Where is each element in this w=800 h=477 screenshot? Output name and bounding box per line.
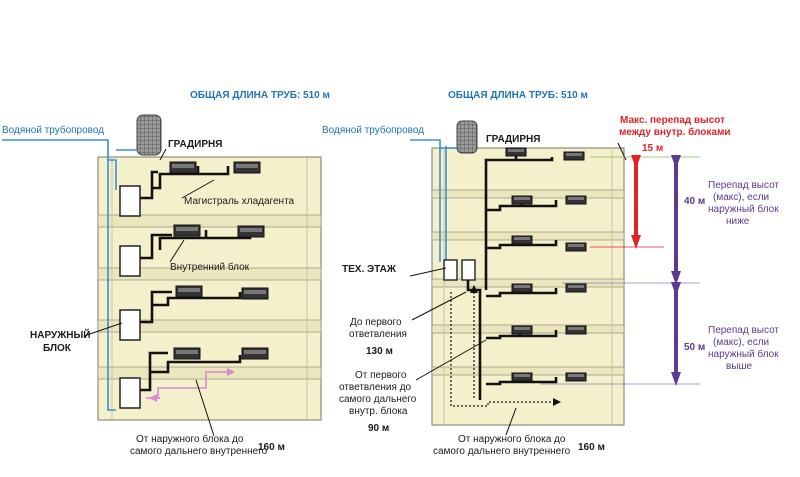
left-columns	[111, 157, 308, 420]
left-water-pipe-label: Водяной трубопровод	[2, 124, 104, 136]
left-cooling-tower	[136, 114, 162, 156]
right-indoor-units	[505, 147, 587, 382]
left-indoor-unit	[173, 347, 201, 360]
right-farthest-label-line1: От наружного блока до	[458, 433, 566, 445]
height-below-line4: ниже	[726, 216, 750, 227]
left-cooling-tower-label: ГРАДИРНЯ	[168, 139, 222, 150]
right-indoor-unit	[511, 283, 533, 293]
height-above-line4: выше	[726, 361, 753, 372]
right-title: ОБЩАЯ ДЛИНА ТРУБ: 510 м	[448, 90, 588, 101]
right-water-pipe	[410, 139, 457, 262]
height-above-line2: (макс), если	[713, 337, 769, 348]
right-indoor-unit	[511, 235, 533, 245]
left-refrigerant-main-label: Магистраль хладагента	[184, 196, 295, 207]
left-indoor-unit	[169, 161, 197, 174]
right-water-pipe-label: Водяной трубопровод	[322, 124, 424, 136]
left-outdoor-unit-label-line1: НАРУЖНЫЙ	[30, 328, 90, 341]
left-indoor-unit	[233, 161, 261, 174]
from-first-branch-line2: ответвления до	[339, 382, 412, 393]
right-outdoor-unit	[461, 259, 476, 281]
left-outdoor-unit	[119, 377, 141, 409]
left-floor-slabs	[97, 214, 322, 380]
left-title: ОБЩАЯ ДЛИНА ТРУБ: 510 м	[190, 90, 330, 101]
to-first-branch-line2: ответвления	[349, 329, 407, 340]
right-indoor-unit	[565, 372, 587, 382]
right-indoor-unit	[511, 195, 533, 205]
height-below-line3: наружный блок	[708, 203, 779, 215]
height-below-line1: Перепад высот	[708, 180, 779, 191]
right-indoor-unit	[565, 325, 587, 335]
height-below-line2: (макс), если	[713, 192, 769, 203]
right-indoor-unit	[511, 372, 533, 382]
left-outdoor-unit-label-line2: БЛОК	[43, 343, 72, 354]
left-outdoor-unit	[119, 245, 141, 277]
from-first-branch-line1: От первого	[355, 370, 407, 381]
height-above-line1: Перепад высот	[708, 325, 779, 336]
left-indoor-unit	[237, 225, 265, 238]
max-indoor-label-line2: между внутр. блоками	[619, 126, 731, 138]
max-indoor-label-line1: Макс. перепад высот	[620, 115, 725, 126]
from-first-branch-line3: самого дальнего	[339, 394, 417, 405]
left-indoor-unit	[241, 347, 269, 360]
right-cooling-tower-label: ГРАДИРНЯ	[486, 134, 540, 145]
right-cooling-tower	[456, 120, 478, 154]
left-indoor-units	[169, 161, 269, 360]
left-leader-lines	[83, 148, 215, 437]
left-building: ОБЩАЯ ДЛИНА ТРУБ: 510 м ГРАДИРНЯ Водяной…	[2, 90, 330, 457]
from-first-branch-line4: внутр. блока	[349, 405, 408, 417]
left-indoor-unit-label: Внутренний блок	[170, 261, 250, 273]
height-below-value: 40 м	[684, 196, 705, 207]
right-indoor-unit	[565, 195, 587, 205]
right-farthest-label-line2: самого дальнего внутреннего	[433, 446, 571, 457]
right-building: ОБЩАЯ ДЛИНА ТРУБ: 510 м ГРАДИРНЯ Водяной…	[322, 90, 779, 457]
right-leader-lines	[409, 142, 627, 436]
left-indoor-unit	[175, 285, 203, 298]
right-indoor-unit	[511, 325, 533, 335]
right-farthest-value: 160 м	[578, 442, 605, 453]
to-first-branch-line1: До первого	[350, 317, 402, 328]
to-first-branch-value: 130 м	[366, 346, 393, 357]
left-farthest-label-line2: самого дальнего внутреннего	[130, 446, 268, 457]
right-indoor-unit	[565, 242, 587, 252]
left-outdoor-units	[119, 185, 141, 409]
left-outdoor-unit	[119, 185, 141, 217]
right-indoor-unit	[505, 147, 527, 157]
max-indoor-value: 15 м	[642, 143, 663, 154]
right-indoor-unit	[563, 151, 585, 161]
height-above-line3: наружный блок	[708, 348, 779, 360]
right-indoor-unit	[565, 283, 587, 293]
left-indoor-unit	[173, 224, 201, 237]
left-refrigerant-lines	[140, 166, 252, 392]
left-outdoor-unit	[119, 309, 141, 341]
left-farthest-label-line1: От наружного блока до	[136, 433, 244, 445]
right-outdoor-unit	[443, 259, 458, 281]
right-farthest-route	[450, 292, 561, 407]
left-indoor-unit	[241, 287, 269, 300]
left-farthest-value: 160 м	[258, 442, 285, 453]
from-first-branch-value: 90 м	[368, 423, 389, 434]
height-above-value: 50 м	[684, 342, 705, 353]
left-water-pipe	[2, 139, 137, 411]
right-columns	[443, 148, 613, 425]
right-outdoor-units	[443, 259, 476, 281]
tech-floor-label: ТЕХ. ЭТАЖ	[342, 264, 397, 275]
